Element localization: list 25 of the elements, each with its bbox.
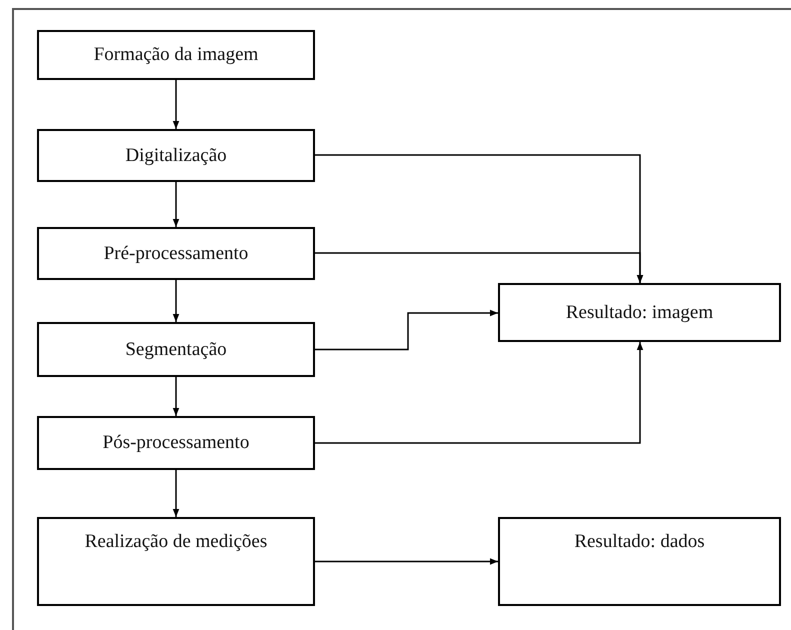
box-label: Formação da imagem [94,44,258,66]
box-label: Pré-processamento [104,242,248,264]
arrow [315,252,644,283]
process-box [37,129,315,182]
arrow [315,342,644,444]
arrow [172,470,180,517]
arrow [172,182,180,227]
box-label: Digitalização [125,144,227,166]
process-box [37,30,315,80]
box-label: Resultado: dados [574,531,705,553]
box-label: Segmentação [125,338,227,360]
process-box [498,517,781,606]
arrow [172,280,180,322]
box-label: Realização de medições [84,531,268,553]
box-label: Pós-processamento [102,432,250,454]
process-box [498,283,781,342]
arrow [172,377,180,416]
arrow [172,80,180,129]
process-box [37,416,315,470]
box-label: Resultado: imagem [566,302,714,324]
process-box [37,227,315,280]
arrow [315,558,498,565]
arrow [315,310,498,350]
process-box [37,322,315,377]
process-box [37,517,315,606]
